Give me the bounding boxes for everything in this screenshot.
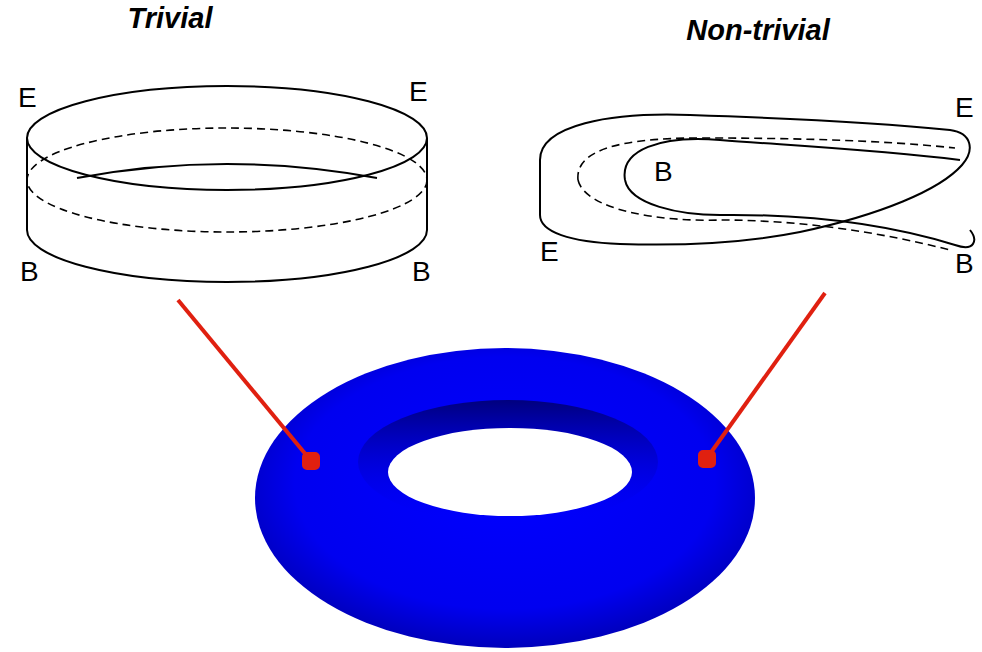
torus: [255, 348, 755, 648]
edge-letter: E: [18, 84, 37, 112]
edge-letter: B: [955, 250, 974, 278]
edge-letter: B: [654, 158, 673, 186]
band-heading: Non-trivial: [686, 16, 829, 45]
mobius-band: [540, 115, 974, 250]
cylinder-band: [27, 86, 427, 282]
edge-letter: E: [955, 94, 974, 122]
edge-letter: E: [409, 78, 428, 106]
edge-letter: B: [20, 258, 39, 286]
edge-letter: B: [412, 258, 431, 286]
edge-letter: E: [540, 238, 559, 266]
leader-line: [178, 293, 825, 468]
band-heading: Trivial: [128, 4, 213, 33]
